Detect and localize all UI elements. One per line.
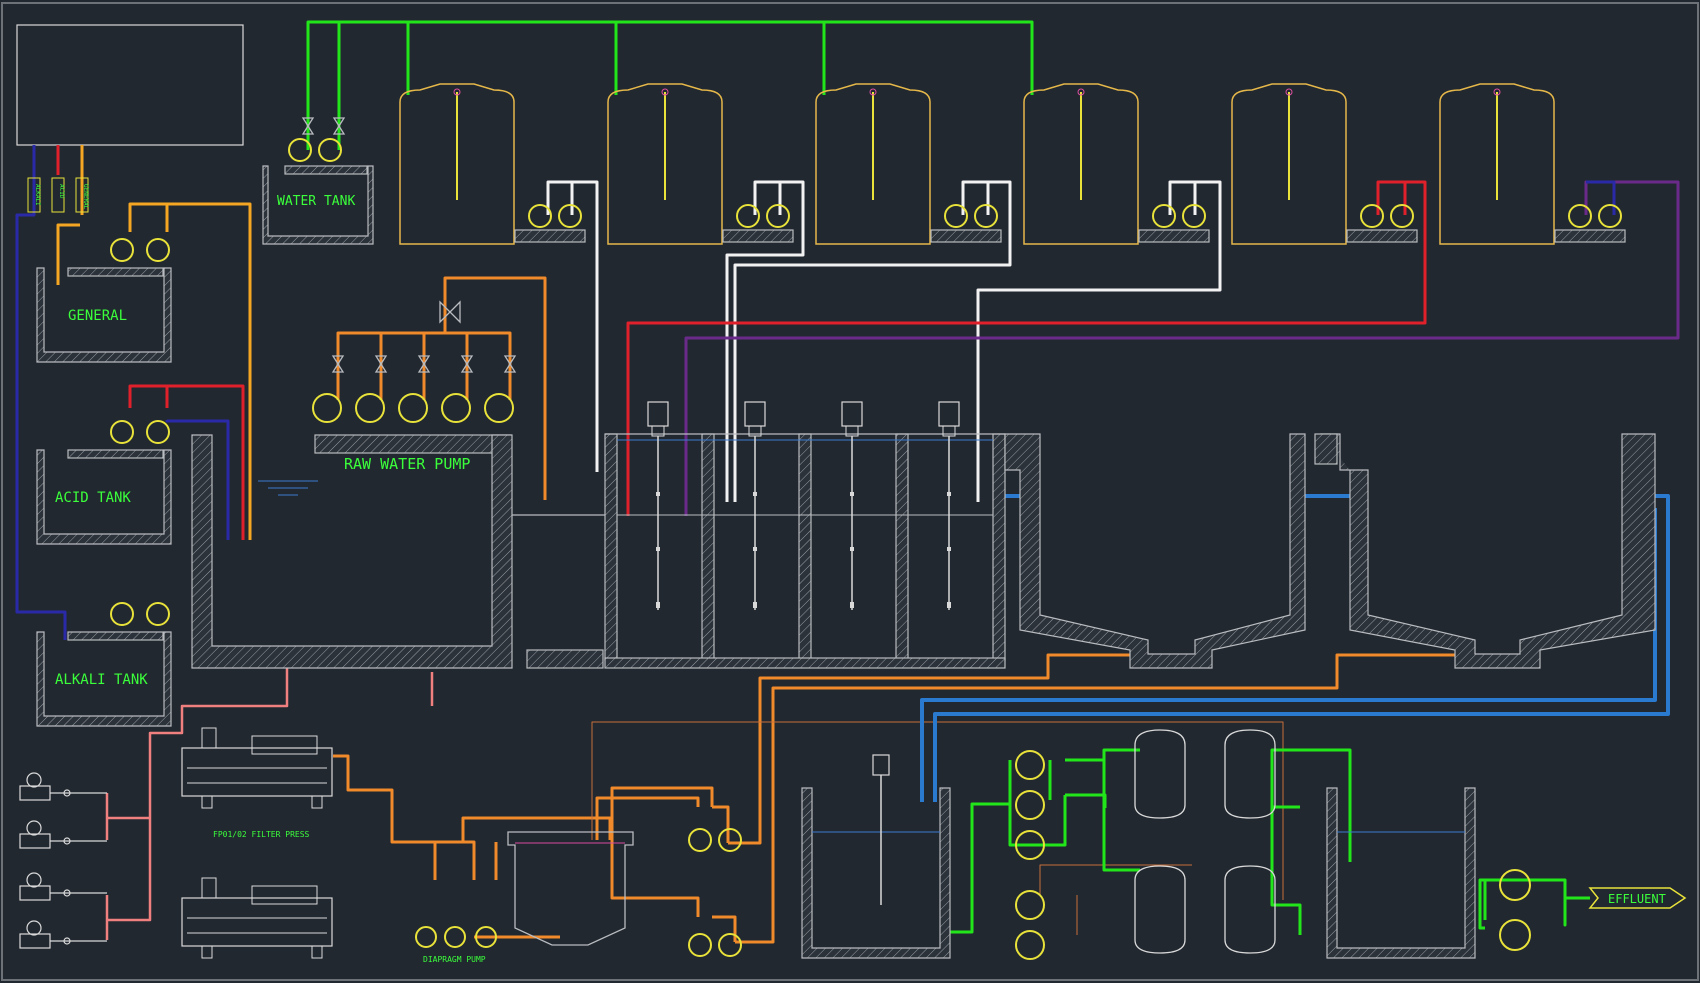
storage-tank-icon: [399, 83, 515, 245]
white-transfer-lines: [546, 180, 1222, 502]
filter-press-icon: [181, 727, 333, 809]
dosing-pump-icon: [19, 920, 107, 949]
diaphragm-pumps: DIAPRAGM PUMP: [415, 926, 497, 964]
valve-icon: [503, 355, 517, 373]
diaphragm-pump-label: DIAPRAGM PUMP: [423, 955, 486, 964]
orange-line: [333, 276, 1470, 944]
amber-line: [56, 145, 252, 540]
dosing-pumps: [19, 772, 107, 949]
thin-orange-line: [591, 721, 1284, 935]
agitator-icon: [938, 401, 960, 610]
pump-icon: [484, 393, 514, 423]
valve-icon: [331, 355, 345, 373]
raw-water-pumps: RAW WATER PUMP: [312, 393, 514, 473]
pink-line: [105, 660, 434, 940]
valve-icon: [374, 355, 388, 373]
storage-tank-icon: [815, 83, 931, 245]
pump-icon: [318, 138, 342, 162]
green-treatment-line: [940, 748, 1590, 935]
general-tank: GENERAL: [36, 238, 172, 363]
sludge-pumps: [688, 828, 742, 957]
raw-water-basin: [191, 434, 605, 669]
agitator-icon: [872, 754, 890, 905]
chemical-tags: ALKALI ACID GENERAL: [27, 177, 89, 213]
storage-tank-icon: [1231, 83, 1347, 245]
pump-icon: [441, 393, 471, 423]
red-line: [56, 145, 1427, 540]
tag-alkali: ALKALI: [34, 184, 41, 206]
tag-general: GENERAL: [82, 184, 89, 210]
dosing-pump-icon: [19, 772, 107, 801]
alkali-tank: ALKALI TANK: [36, 602, 172, 727]
dosing-pump-icon: [19, 820, 107, 849]
alkali-tank-label: ALKALI TANK: [55, 672, 148, 688]
filter-presses: FP01/02 FILTER PRESS: [181, 727, 333, 959]
storage-tank-icon: [607, 83, 723, 245]
valve-icon: [439, 300, 461, 324]
purple-line: [684, 180, 1680, 516]
storage-tanks: [399, 83, 1555, 245]
green-water-line: [306, 20, 1034, 150]
pump-icon: [398, 393, 428, 423]
transfer-pumps: [1015, 750, 1045, 960]
pressure-vessel-icon: [1134, 865, 1186, 954]
tag-acid: ACID: [58, 184, 65, 199]
valve-icon: [332, 117, 346, 135]
title-box: [16, 24, 244, 146]
effluent-arrow: EFFLUENT: [1588, 887, 1687, 909]
flocculation-chambers: [604, 433, 1006, 669]
acid-tank: ACID TANK: [36, 420, 172, 545]
valve-icon: [301, 117, 315, 135]
dosing-pump-icon: [19, 872, 107, 901]
pipe-network: [15, 20, 1680, 944]
filter-press-icon: [181, 877, 333, 959]
clarifiers: [1004, 433, 1656, 669]
storage-tank-icon: [1439, 83, 1555, 245]
pump-icon: [312, 393, 342, 423]
valve-icon: [417, 355, 431, 373]
pump-icon: [288, 138, 312, 162]
treated-water-tank: [1326, 787, 1476, 959]
raw-water-pump-label: RAW WATER PUMP: [344, 455, 470, 473]
agitator-icon: [841, 401, 863, 610]
effluent-label: EFFLUENT: [1608, 892, 1666, 906]
effluent-pumps: [1499, 869, 1531, 951]
storage-tank-icon: [1023, 83, 1139, 245]
pressure-vessel-icon: [1224, 865, 1276, 954]
valve-icon: [460, 355, 474, 373]
clear-water-tank: [801, 754, 951, 959]
pump-skids: [514, 204, 1626, 243]
pressure-vessels: [1134, 729, 1276, 954]
pressure-vessel-icon: [1224, 729, 1276, 819]
pressure-vessel-icon: [1134, 729, 1186, 819]
navy-line: [15, 145, 1616, 640]
acid-tank-label: ACID TANK: [55, 490, 131, 506]
valve-icons: [301, 117, 517, 373]
water-tank: WATER TANK: [262, 138, 374, 245]
sludge-thickener: [507, 831, 634, 946]
filter-press-label: FP01/02 FILTER PRESS: [213, 830, 310, 839]
general-label: GENERAL: [68, 308, 127, 324]
agitators: [647, 401, 960, 610]
agitator-icon: [647, 401, 669, 610]
agitator-icon: [744, 401, 766, 610]
water-tank-label: WATER TANK: [277, 194, 355, 209]
pump-icon: [355, 393, 385, 423]
